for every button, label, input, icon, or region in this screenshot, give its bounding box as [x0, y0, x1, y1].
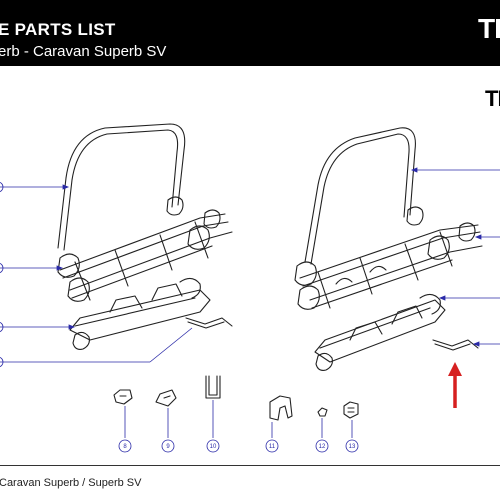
callout-12-circle — [315, 439, 329, 453]
brand-logo: TH — [478, 13, 500, 44]
right-bike-carrier-drawing — [294, 127, 483, 371]
callout-9-circle — [161, 439, 175, 453]
callout-8-circle — [118, 439, 132, 453]
callout-11-label: 11 — [269, 444, 276, 450]
left-bike-carrier-drawing — [57, 123, 233, 350]
callout-11-circle — [265, 439, 279, 453]
callout-13-label: 13 — [349, 444, 356, 450]
small-parts-drawing — [113, 375, 359, 421]
callout-leaders — [0, 167, 500, 438]
callout-9-label: 9 — [166, 444, 170, 450]
page-title: E PARTS LIST — [0, 20, 116, 39]
callout-8-label: 8 — [123, 444, 127, 450]
callout-10-circle — [206, 439, 220, 453]
brand-logo-small: TH — [485, 86, 500, 111]
callout-10-label: 10 — [210, 444, 217, 450]
edge-callout-circles — [0, 181, 4, 368]
footer-divider — [0, 465, 500, 466]
callout-12-label: 12 — [319, 444, 326, 450]
red-arrow-icon — [448, 362, 462, 408]
header-bar: E PARTS LIST erb - Caravan Superb SV TH — [0, 0, 500, 66]
footer-text: Caravan Superb / Superb SV — [0, 477, 142, 489]
page-subtitle: erb - Caravan Superb SV — [0, 43, 167, 60]
callout-13-circle — [345, 439, 359, 453]
